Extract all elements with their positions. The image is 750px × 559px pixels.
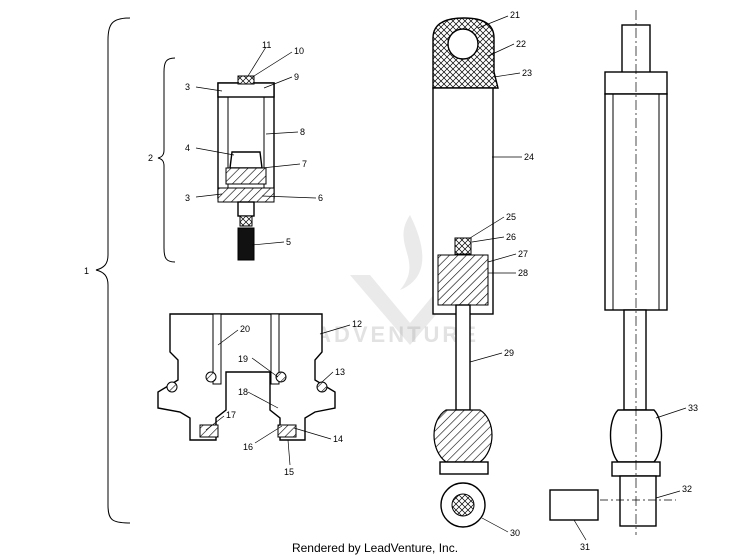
callout-22: 22 [516, 39, 526, 49]
callout-17: 17 [226, 410, 236, 420]
callout-16: 16 [243, 442, 253, 452]
callout-26: 26 [506, 232, 516, 242]
callout-3: 3 [185, 82, 190, 92]
callout-32: 32 [682, 484, 692, 494]
callout-28: 28 [518, 268, 528, 278]
callout-21: 21 [510, 10, 520, 20]
piston-detail [157, 313, 336, 441]
callout-5: 5 [286, 237, 291, 247]
callout-19: 19 [238, 354, 248, 364]
callout-7: 7 [302, 159, 307, 169]
callout-15: 15 [284, 467, 294, 477]
callout-20: 20 [240, 324, 250, 334]
callout-1: 1 [84, 266, 89, 276]
callout-29: 29 [504, 348, 514, 358]
callout-31: 31 [580, 542, 590, 552]
callout-8: 8 [300, 127, 305, 137]
callout-30: 30 [510, 528, 520, 538]
callout-labels: 1 2 3 3 4 5 6 7 8 9 10 11 12 13 14 15 16… [84, 10, 698, 552]
callout-33: 33 [688, 403, 698, 413]
callout-23: 23 [522, 68, 532, 78]
callout-3: 3 [185, 193, 190, 203]
brace-1 [95, 17, 131, 524]
callout-27: 27 [518, 249, 528, 259]
callout-2: 2 [148, 153, 153, 163]
footer-credit: Rendered by LeadVenture, Inc. [291, 541, 459, 555]
callout-6: 6 [318, 193, 323, 203]
callout-24: 24 [524, 152, 534, 162]
callout-9: 9 [294, 72, 299, 82]
callout-4: 4 [185, 143, 190, 153]
reservoir-assembly [217, 75, 275, 261]
callout-12: 12 [352, 319, 362, 329]
callout-14: 14 [333, 434, 343, 444]
leader-lines [195, 15, 687, 541]
callout-13: 13 [335, 367, 345, 377]
shock-cutaway [432, 17, 499, 528]
callout-18: 18 [238, 387, 248, 397]
callout-11: 11 [262, 40, 271, 50]
callout-10: 10 [294, 46, 304, 56]
shock-assembled [549, 10, 676, 535]
callout-25: 25 [506, 212, 516, 222]
brace-2 [157, 57, 176, 263]
